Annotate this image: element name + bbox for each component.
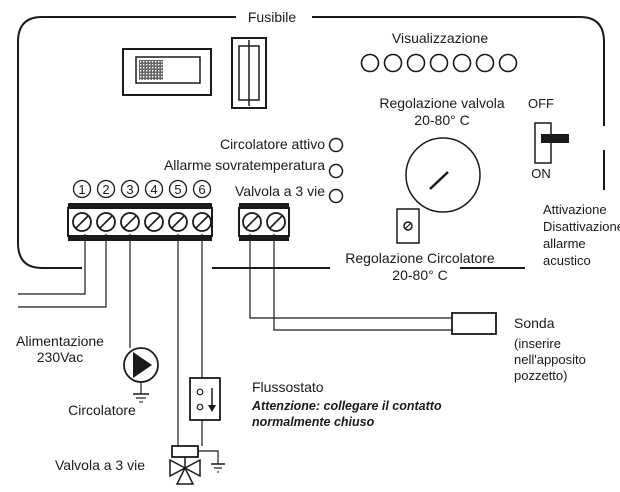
- terminal-number-circle: [120, 179, 140, 199]
- enclosure-outline: [17, 16, 236, 269]
- off-label: OFF: [528, 96, 554, 111]
- screw-terminal: [242, 212, 262, 232]
- warning-line-2: normalmente chiuso: [252, 415, 375, 429]
- terminal-number: 5: [174, 182, 181, 197]
- enclosure-outline-right: [312, 16, 605, 126]
- circulator-range-label: 20-80° C: [392, 267, 447, 283]
- three-way-valve-out-label: Valvola a 3 vie: [235, 183, 325, 199]
- alarm-toggle-line-2: Disattivazione: [543, 219, 620, 234]
- probe-note-line-1: (inserire: [514, 336, 561, 351]
- terminal-number: 2: [102, 182, 109, 197]
- probe-note-line-3: pozzetto): [514, 368, 567, 383]
- screw-terminal: [96, 212, 116, 232]
- terminal-number-circle: [144, 179, 164, 199]
- display-led: [429, 53, 449, 73]
- flow-switch-label: Flussostato: [252, 379, 324, 395]
- probe-sensor: [451, 312, 497, 335]
- valve-range-label: 20-80° C: [414, 112, 469, 128]
- alarm-toggle-line-3: allarme: [543, 236, 586, 251]
- terminal-number: 4: [150, 182, 157, 197]
- screw-terminal: [120, 212, 140, 232]
- flow-switch-symbol: [189, 377, 221, 421]
- display-leds: [360, 53, 518, 73]
- screw-terminal: [72, 212, 92, 232]
- overtemp-alarm-label: Allarme sovratemperatura: [164, 157, 325, 173]
- power-switch[interactable]: [122, 48, 212, 96]
- overtemp-alarm-led: [328, 163, 344, 179]
- power-label-line-2: 230Vac: [37, 349, 83, 365]
- fuse: [231, 37, 267, 109]
- terminal-number: 6: [198, 182, 205, 197]
- probe-note-line-2: nell'apposito: [514, 352, 586, 367]
- circulator-regulation-label: Regolazione Circolatore: [345, 250, 495, 266]
- terminal-number-circle: [72, 179, 92, 199]
- wiring: [18, 234, 452, 446]
- circulator-active-label: Circolatore attivo: [220, 136, 325, 152]
- display-led: [452, 53, 472, 73]
- terminal-number-circle: [96, 179, 116, 199]
- screw-terminal: [168, 212, 188, 232]
- on-label: ON: [531, 166, 551, 181]
- screw-terminal: [192, 212, 212, 232]
- valve-regulation-label: Regolazione valvola: [379, 95, 505, 111]
- screw-terminal: [266, 212, 286, 232]
- three-way-valve-label: Valvola a 3 vie: [55, 457, 145, 473]
- main-terminal-block: [67, 203, 213, 241]
- terminal-number-circle: [192, 179, 212, 199]
- terminal-number: 1: [78, 182, 85, 197]
- probe-terminal-block: [238, 203, 290, 241]
- terminal-number-circle: [168, 179, 188, 199]
- circulator-label: Circolatore: [68, 402, 136, 418]
- valve-regulation-knob[interactable]: [405, 137, 481, 213]
- three-way-valve-led: [328, 188, 344, 204]
- alarm-toggle-line-4: acustico: [543, 253, 591, 268]
- display-led: [383, 53, 403, 73]
- display-led: [475, 53, 495, 73]
- warning-line-1: Attenzione: collegare il contatto: [251, 399, 442, 413]
- probe-label: Sonda: [514, 315, 555, 331]
- terminal-number: 3: [126, 182, 133, 197]
- fuse-label: Fusibile: [248, 9, 296, 25]
- display-led: [360, 53, 380, 73]
- display-led: [406, 53, 426, 73]
- circulator-regulation-trimmer[interactable]: [396, 208, 420, 244]
- alarm-toggle-line-1: Attivazione: [543, 202, 607, 217]
- alarm-toggle-switch[interactable]: [534, 122, 569, 164]
- power-label-line-1: Alimentazione: [16, 333, 104, 349]
- circulator-active-led: [328, 137, 344, 153]
- three-way-valve-symbol: [169, 445, 225, 485]
- terminal-numbers: 1 2 3 4 5 6: [72, 179, 212, 199]
- display-label: Visualizzazione: [392, 30, 488, 46]
- circulator-pump-symbol: [123, 347, 159, 403]
- screw-terminal: [144, 212, 164, 232]
- display-led: [498, 53, 518, 73]
